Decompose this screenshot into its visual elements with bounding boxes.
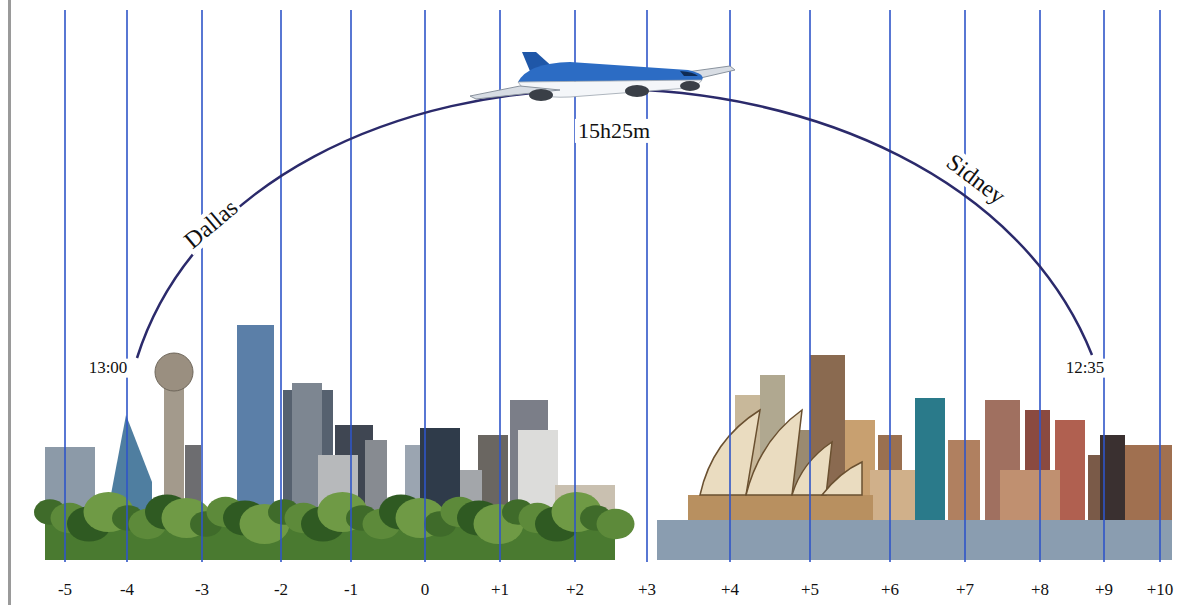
- building: [948, 440, 980, 522]
- timezone-line: [201, 10, 203, 562]
- timezone-line: [1159, 10, 1161, 562]
- building: [870, 470, 915, 522]
- city-label: Sidney: [939, 147, 1013, 212]
- building: [1088, 455, 1102, 522]
- tree: [597, 509, 635, 539]
- opera-house-sail: [822, 462, 862, 495]
- timezone-line: [64, 10, 66, 562]
- reunion-tower-shaft: [164, 385, 184, 510]
- building: [1000, 470, 1060, 522]
- timezone-offset: -2: [274, 581, 288, 600]
- building: [1125, 445, 1172, 522]
- timezone-offset: +4: [721, 581, 739, 600]
- flight-duration: 15h25m: [575, 119, 653, 143]
- timezone-line: [350, 10, 352, 562]
- timezone-offset: -5: [58, 581, 72, 600]
- timezone-offset: -3: [195, 581, 209, 600]
- plane-cockpit: [680, 71, 698, 76]
- timezone-offset: +9: [1095, 581, 1113, 600]
- opera-house-base: [688, 495, 873, 522]
- reunion-tower-ball: [155, 353, 193, 391]
- dallas-skyline: [34, 325, 635, 560]
- plane-engine: [625, 85, 649, 97]
- timezone-offset: +2: [566, 581, 584, 600]
- timezone-offset: +3: [638, 581, 656, 600]
- plane-engine: [680, 81, 700, 91]
- timezone-line: [1039, 10, 1041, 562]
- timezone-line: [280, 10, 282, 562]
- timezone-line: [889, 10, 891, 562]
- timezone-offset: +6: [881, 581, 899, 600]
- timezone-offset: +5: [801, 581, 819, 600]
- departure-time: 13:00: [86, 359, 131, 378]
- timezone-offset: 0: [421, 581, 430, 600]
- timezone-line: [729, 10, 731, 562]
- timezone-line: [424, 10, 426, 562]
- timezone-offset: -4: [120, 581, 134, 600]
- plane-engine: [529, 89, 553, 101]
- timezone-offset: +1: [491, 581, 509, 600]
- flight-arc: [137, 89, 1092, 358]
- timezone-line: [964, 10, 966, 562]
- building: [915, 398, 945, 522]
- left-border: [8, 0, 11, 605]
- timezone-line: [1103, 10, 1105, 562]
- harbour-water: [657, 520, 1172, 560]
- opera-house-sail: [792, 442, 832, 495]
- sydney-skyline: [657, 355, 1172, 560]
- timezone-lines: [65, 10, 1160, 562]
- opera-house-sail: [746, 410, 802, 495]
- timezone-line: [809, 10, 811, 562]
- timezone-offset: +8: [1031, 581, 1049, 600]
- timezone-offset: +10: [1147, 581, 1174, 600]
- timezone-offset: +7: [956, 581, 974, 600]
- arrival-time: 12:35: [1063, 359, 1108, 378]
- plane-body-top: [518, 62, 703, 82]
- airplane: [470, 52, 735, 101]
- timezone-line: [126, 10, 128, 562]
- city-label: Dallas: [177, 192, 246, 255]
- timezone-offset: -1: [344, 581, 358, 600]
